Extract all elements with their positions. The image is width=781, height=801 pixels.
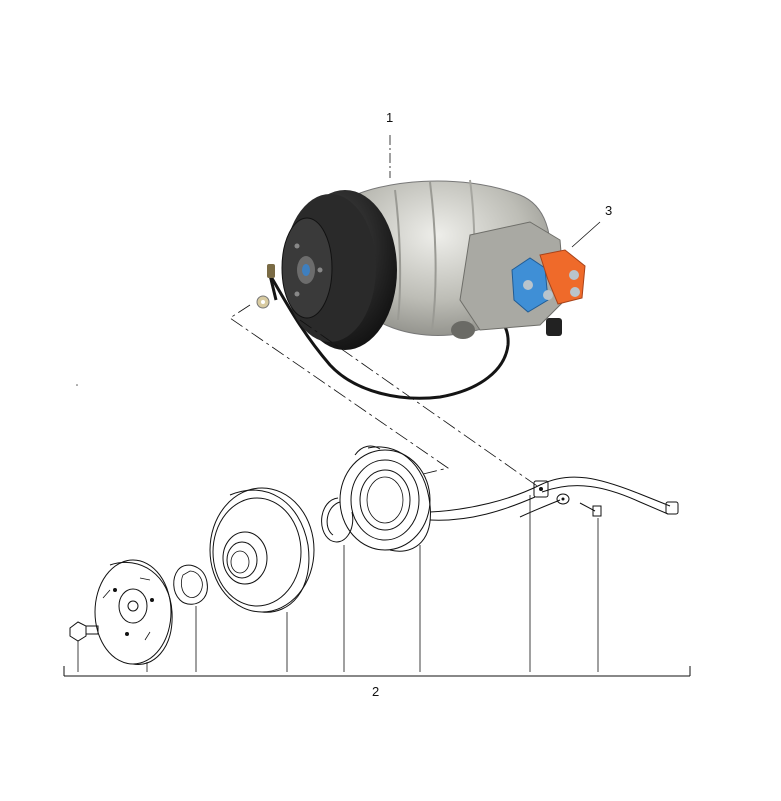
compressor-wire — [268, 274, 510, 400]
compressor-image — [256, 179, 586, 400]
callout-3: 3 — [571, 203, 612, 248]
callout-2-bracket: 2 — [63, 666, 691, 699]
field-coil-drawing — [339, 445, 679, 672]
port-orange-cap — [539, 249, 586, 305]
callout-label-1: 1 — [386, 110, 393, 125]
wire-terminal — [267, 264, 275, 278]
callout-1: 1 — [386, 110, 393, 178]
washer-icon — [256, 295, 270, 309]
shim-ring-drawing — [173, 564, 208, 672]
callout-label-2: 2 — [372, 684, 379, 699]
port-blue-cap — [511, 257, 553, 313]
compressor-switch — [546, 318, 562, 336]
clutch-plate-drawing — [94, 559, 173, 672]
snap-ring-drawing — [321, 497, 354, 672]
callout-label-3: 3 — [605, 203, 612, 218]
pulley-drawing — [209, 487, 315, 672]
assembly-guide-lines — [76, 304, 541, 489]
center-bolt-drawing — [69, 621, 99, 672]
